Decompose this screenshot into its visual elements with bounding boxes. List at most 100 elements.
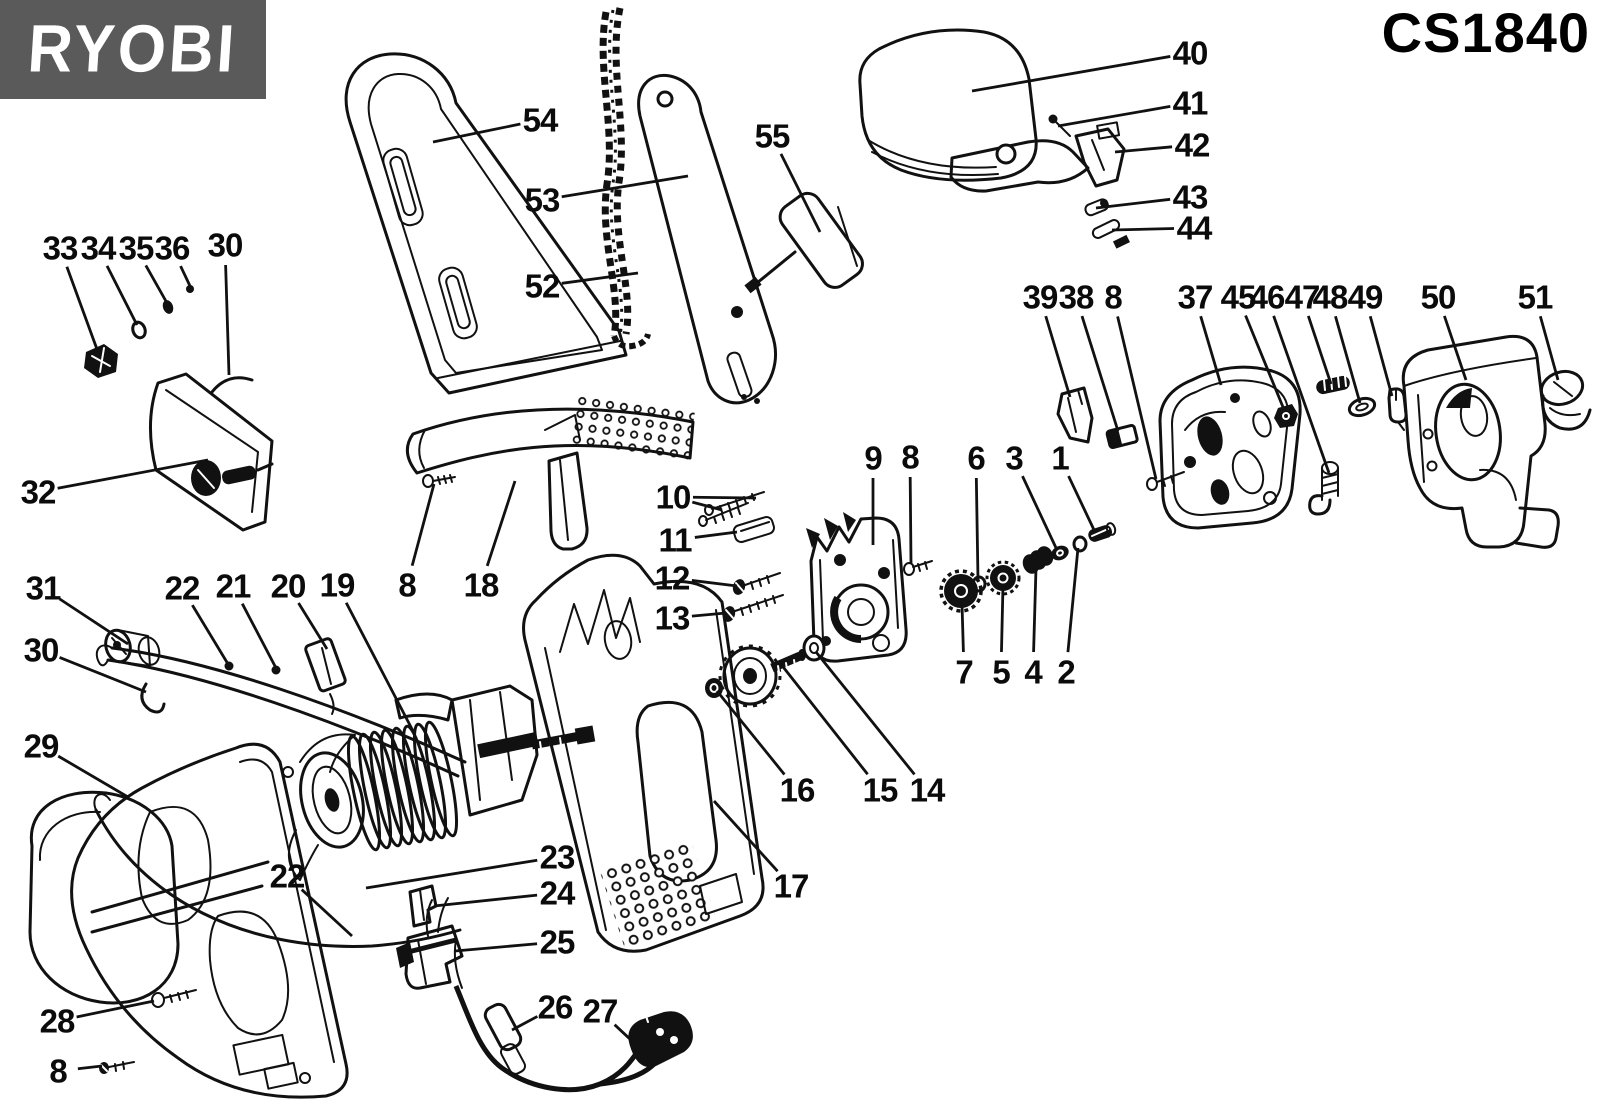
leader-line-2-1 [1066, 547, 1080, 653]
part-callout-33-37: 33 [43, 230, 78, 267]
leader-line-42-46 [1114, 145, 1173, 154]
leader-line-38-42 [1080, 315, 1120, 432]
leader-line-13-15 [691, 611, 727, 618]
leader-line-53-57 [561, 174, 689, 199]
gear-parts-drawing [939, 522, 1117, 613]
part-callout-6-5: 6 [967, 440, 985, 477]
side-cover-drawing [1056, 365, 1302, 530]
screw-set-drawing [698, 491, 933, 622]
leader-line-50-54 [1443, 315, 1468, 381]
leader-line-51-55 [1538, 315, 1560, 381]
part-callout-21-23: 21 [216, 568, 251, 605]
leader-line-5-4 [1000, 584, 1005, 653]
leader-line-23-26 [365, 858, 538, 890]
part-callout-22-25: 22 [270, 858, 305, 895]
part-callout-1-0: 1 [1051, 440, 1069, 477]
part-callout-38-42: 38 [1059, 279, 1094, 316]
part-callout-44-48: 44 [1177, 210, 1213, 247]
leader-line-4-3 [1032, 567, 1038, 653]
part-callout-32-36: 32 [21, 474, 56, 511]
part-callout-30-33: 30 [208, 227, 243, 264]
leader-line-34-38 [105, 265, 139, 326]
leader-line-8-9 [1116, 316, 1158, 480]
leader-line-11-13 [694, 530, 738, 539]
part-callout-37-41: 37 [1178, 279, 1213, 316]
part-callout-48-52: 48 [1313, 279, 1348, 316]
leader-line-18-20 [485, 480, 517, 567]
part-callout-8-7: 8 [398, 567, 416, 604]
leader-line-7-6 [960, 603, 965, 653]
small-parts-right-drawing [1274, 375, 1408, 516]
part-callout-3-2: 3 [1005, 440, 1023, 477]
part-callout-19-21: 19 [320, 567, 355, 604]
leader-line-47-51 [1306, 315, 1333, 385]
leader-line-25-28 [454, 942, 538, 953]
switch-cord-drawing [396, 884, 693, 1093]
leader-line-3-2 [1021, 475, 1059, 551]
part-callout-55-59: 55 [755, 118, 790, 155]
leader-line-22-25 [300, 888, 353, 938]
leader-line-26-29 [511, 1015, 539, 1032]
leader-line-45-49 [1244, 314, 1287, 413]
part-callout-27-30: 27 [583, 993, 618, 1030]
brake-plate-drawing [806, 512, 908, 663]
tension-tool-drawing [744, 191, 864, 294]
part-callout-46-50: 46 [1250, 279, 1285, 316]
part-callout-25-28: 25 [540, 924, 575, 961]
leader-line-22-24 [191, 604, 230, 665]
leader-line-24-27 [433, 893, 538, 908]
part-callout-15-17: 15 [863, 772, 898, 809]
brake-flag-drawing [84, 285, 274, 532]
part-callout-34-38: 34 [81, 230, 117, 267]
part-callout-18-20: 18 [464, 567, 499, 604]
part-callout-45-49: 45 [1221, 279, 1256, 316]
leader-line-44-48 [1111, 227, 1175, 232]
brand-logo: RYOBI [0, 0, 266, 99]
callout-layer: 1234567888891011121314151617181920212222… [21, 35, 1560, 1090]
part-callout-23-26: 23 [540, 839, 575, 876]
part-callout-28-31: 28 [40, 1003, 75, 1040]
model-number: CS1840 [1381, 1, 1590, 64]
leader-line-43-47 [1095, 197, 1171, 210]
leader-line-14-16 [814, 651, 916, 776]
leader-line-21-23 [241, 603, 278, 669]
leader-line-10-12b [692, 495, 757, 500]
scabbard-drawing [344, 52, 628, 395]
leader-line-8-7 [410, 483, 436, 567]
part-callout-30-34: 30 [24, 632, 59, 669]
saw-chain-drawing [599, 7, 651, 350]
part-callout-8-8: 8 [901, 439, 919, 476]
leader-line-15-17 [778, 662, 869, 776]
leader-line-29-32 [57, 754, 129, 799]
part-callout-49-53: 49 [1348, 279, 1383, 316]
part-callout-12-14: 12 [655, 560, 690, 597]
part-callout-47-51: 47 [1285, 279, 1320, 316]
part-callout-13-15: 13 [655, 600, 690, 637]
leader-line-16-18 [715, 690, 786, 776]
leader-line-37-41 [1199, 315, 1223, 386]
leader-line-31-35 [58, 597, 129, 646]
rear-housing-drawing [522, 553, 765, 953]
part-callout-10-12: 10 [656, 479, 691, 516]
part-callout-22-24: 22 [165, 570, 200, 607]
part-callout-14-16: 14 [910, 772, 946, 809]
part-callout-40-44: 40 [1173, 35, 1208, 72]
part-callout-11-13: 11 [659, 522, 693, 559]
part-callout-26-29: 26 [538, 989, 573, 1026]
leader-line-35-39 [144, 264, 169, 304]
leader-line-41-45 [1057, 105, 1171, 128]
part-callout-20-22: 20 [271, 568, 306, 605]
part-callout-51-55: 51 [1518, 279, 1553, 316]
leader-line-8-10 [77, 1064, 103, 1071]
front-handle-drawing [405, 394, 696, 551]
part-callout-2-1: 2 [1057, 654, 1075, 691]
leader-line-33-37 [65, 266, 100, 353]
leader-line-28-31 [76, 999, 155, 1019]
part-callout-39-43: 39 [1023, 279, 1058, 316]
part-callout-24-27: 24 [540, 875, 576, 912]
guide-bar-drawing [637, 73, 777, 405]
leader-line-20-22 [297, 602, 329, 650]
part-callout-9-11: 9 [864, 440, 882, 477]
brake-housing-drawing [1401, 334, 1560, 549]
